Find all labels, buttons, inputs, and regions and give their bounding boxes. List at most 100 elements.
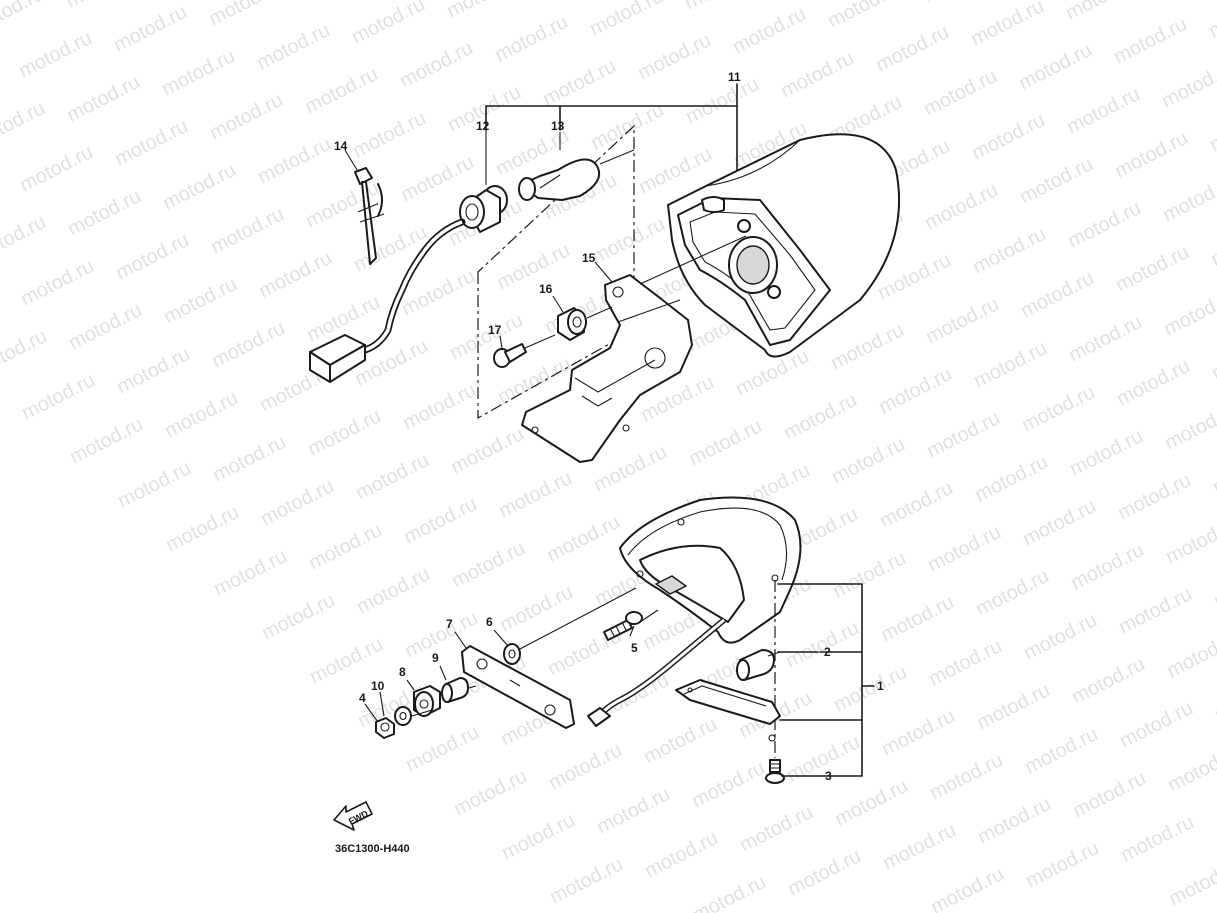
watermark: motod.ru: [824, 0, 904, 32]
watermark: motod.ru: [783, 731, 863, 786]
watermark: motod.ru: [829, 547, 909, 602]
screw-3: [765, 759, 785, 784]
watermark: motod.ru: [1068, 653, 1148, 708]
watermark: motod.ru: [65, 299, 145, 354]
watermark: motod.ru: [830, 661, 910, 716]
watermark: motod.ru: [110, 1, 190, 56]
watermark: motod.ru: [971, 451, 1051, 506]
bracket-11-line: [485, 105, 738, 171]
watermark: motod.ru: [539, 55, 619, 110]
watermark: motod.ru: [1021, 723, 1101, 778]
watermark: motod.ru: [634, 29, 714, 84]
watermark: motod.ru: [0, 211, 50, 266]
diagram-code: 36C1300-H440: [335, 843, 410, 855]
watermark: motod.ru: [443, 0, 523, 22]
watermark: motod.ru: [1165, 855, 1217, 910]
watermark: motod.ru: [396, 37, 476, 92]
bulb-socket: [459, 185, 508, 233]
watermark: motod.ru: [1207, 215, 1217, 270]
watermark: motod.ru: [206, 89, 286, 144]
watermark: motod.ru: [685, 415, 765, 470]
watermark: motod.ru: [681, 0, 761, 14]
watermark: motod.ru: [968, 109, 1048, 164]
callout-4: 4: [359, 691, 366, 705]
watermark: motod.ru: [827, 319, 907, 374]
watermark: motod.ru: [1113, 355, 1193, 410]
watermark: motod.ru: [924, 521, 1004, 576]
watermark: motod.ru: [1208, 329, 1217, 384]
watermark: motod.ru: [1112, 241, 1192, 296]
watermark: motod.ru: [64, 185, 144, 240]
watermark: motod.ru: [1115, 583, 1195, 638]
watermark: motod.ru: [113, 343, 193, 398]
watermark: motod.ru: [1117, 811, 1197, 866]
callout-9: 9: [432, 651, 439, 665]
watermark: motod.ru: [0, 281, 3, 336]
watermark: motod.ru: [1015, 39, 1095, 94]
watermark: motod.ru: [207, 203, 287, 258]
callout-10: 10: [371, 679, 385, 693]
watermark: motod.ru: [493, 239, 573, 294]
watermark: motod.ru: [353, 563, 433, 618]
callout-6: 6: [486, 615, 493, 629]
watermark: motod.ru: [158, 45, 238, 100]
watermark: motod.ru: [15, 27, 95, 82]
wire-connector: [309, 334, 366, 383]
watermark: motod.ru: [1017, 267, 1097, 322]
watermark: motod.ru: [1019, 495, 1099, 550]
watermark: motod.ru: [543, 511, 623, 566]
watermark: motod.ru: [447, 423, 527, 478]
watermark: motod.ru: [111, 115, 191, 170]
callout-3: 3: [825, 769, 832, 783]
watermark: motod.ru: [545, 739, 625, 794]
watermark: motod.ru: [300, 0, 380, 4]
callouts: 1 2 3 4 5 6 7 8 9 10 11 12 13 14 15 16 1…: [334, 70, 884, 783]
collar-9: [441, 677, 469, 703]
watermark: motod.ru: [1018, 381, 1098, 436]
callout-11: 11: [728, 70, 741, 84]
watermark: motod.ru: [831, 775, 911, 830]
watermark: motod.ru: [1016, 153, 1096, 208]
watermark: motod.ru: [400, 493, 480, 548]
watermark: motod.ru: [209, 431, 289, 486]
watermark: motod.ru: [16, 141, 96, 196]
watermark: motod.ru: [18, 369, 98, 424]
watermark: motod.ru: [496, 581, 576, 636]
watermark: motod.ru: [876, 477, 956, 532]
watermark: motod.ru: [1209, 443, 1217, 498]
watermark: motod.ru: [923, 407, 1003, 462]
watermark: motod.ru: [254, 133, 334, 188]
watermark: motod.ru: [450, 765, 530, 820]
watermark: motod.ru: [112, 229, 192, 284]
watermark: motod.ru: [1066, 425, 1146, 480]
watermark: motod.ru: [1116, 697, 1196, 752]
watermark: motod.ru: [0, 53, 1, 108]
callout-8: 8: [399, 665, 406, 679]
bulb-2: [736, 649, 775, 681]
watermark: motod.ru: [972, 565, 1052, 620]
watermark: motod.ru: [1063, 83, 1143, 138]
bracket-1-line: [777, 583, 863, 777]
watermark: motod.ru: [1212, 785, 1217, 840]
watermark: motod.ru: [969, 223, 1049, 278]
bracket-plate-7: [461, 645, 575, 729]
watermark: motod.ru: [210, 545, 290, 600]
watermark: motod.ru: [161, 387, 241, 442]
watermark: motod.ru: [0, 97, 49, 152]
upper-assembly: [309, 83, 901, 463]
watermark: motod.ru: [349, 107, 429, 162]
callout-16: 16: [539, 282, 553, 296]
watermark: motod.ru: [17, 255, 97, 310]
watermark: motod.ru: [920, 65, 1000, 120]
watermark: motod.ru: [159, 159, 239, 214]
watermark: motod.ru: [872, 21, 952, 76]
fwd-arrow-icon: FWD: [333, 801, 373, 831]
grommet-8: [413, 685, 441, 717]
watermark: motod.ru: [1022, 837, 1102, 892]
lower-connector: [587, 707, 611, 727]
watermark: motod.ru: [586, 0, 666, 40]
tail-lamp-housing: [667, 133, 901, 358]
watermark: motod.ru: [587, 99, 667, 154]
watermark: motod.ru: [1162, 513, 1217, 568]
